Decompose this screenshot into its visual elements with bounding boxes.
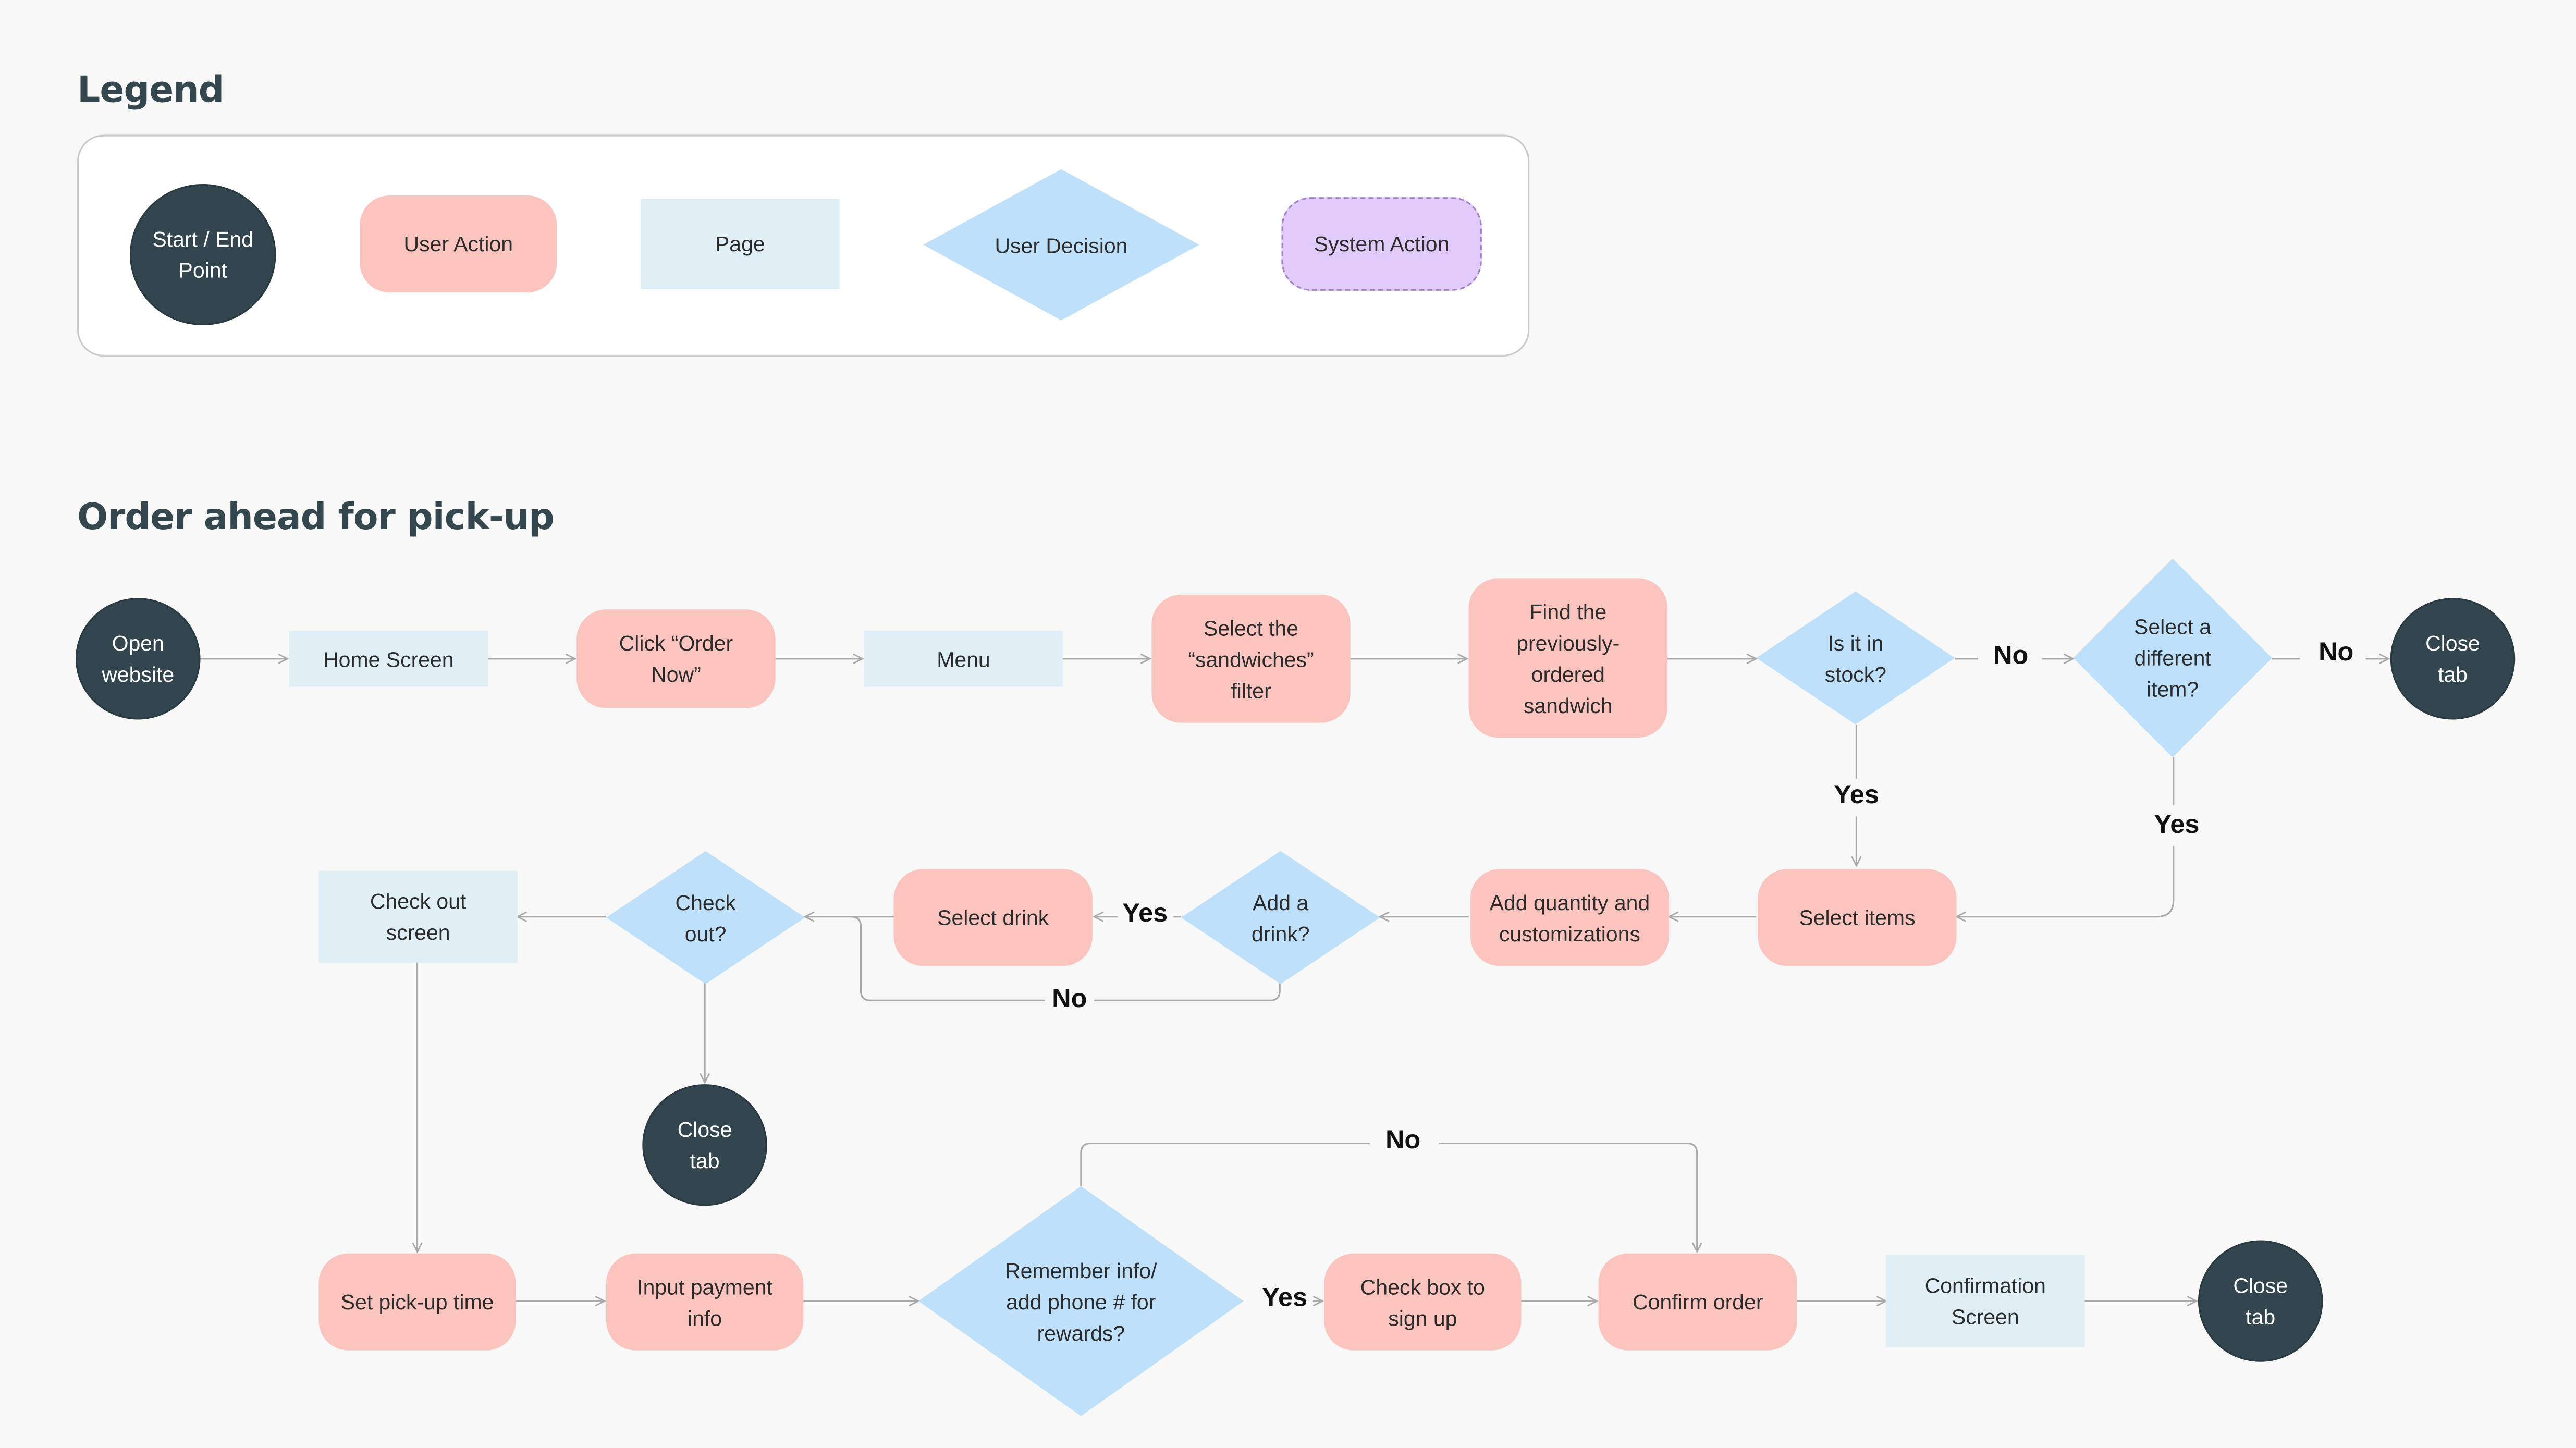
label-different-no: No [2313,637,2359,670]
node-confirmation-screen-label: Confirmation Screen [1924,1273,2046,1329]
node-select-drink-label: Select drink [937,905,1049,930]
legend-system-action: System Action [1281,197,1482,291]
node-set-pickup-time: Set pick-up time [318,1253,516,1351]
edge-remember-no-b [1439,1143,1697,1252]
legend-user-action: User Action [360,195,557,293]
node-check-box-signup: Check box to sign up [1324,1253,1522,1351]
node-close-tab-3-label: Close tab [2233,1273,2288,1329]
node-confirm-order-label: Confirm order [1633,1290,1763,1315]
node-check-box-signup-label: Check box to sign up [1360,1274,1485,1330]
label-drink-yes: Yes [1117,898,1173,932]
node-select-different-label: Select a different item? [2134,614,2212,702]
node-in-stock-label: Is it in stock? [1824,630,1887,686]
label-stock-no: No [1988,641,2033,674]
node-menu: Menu [864,631,1063,687]
legend-title: Legend [77,70,224,112]
node-open-website-label: Open website [102,631,175,687]
node-check-out-screen-label: Check out screen [370,889,467,945]
node-confirmation-screen: Confirmation Screen [1886,1255,2085,1347]
node-input-payment-label: Input payment info [637,1274,772,1330]
node-select-items-label: Select items [1799,905,1916,930]
node-select-different-decision: Select a different item? [2073,558,2272,757]
label-stock-yes: Yes [1829,780,1884,814]
node-close-tab-2: Close tab [642,1084,767,1206]
legend-user-decision-label: User Decision [995,232,1128,257]
node-select-sandwiches-filter-label: Select the “sandwiches” filter [1188,615,1314,703]
node-add-drink-shape [1181,851,1380,984]
legend-system-action-label: System Action [1314,231,1450,256]
node-select-drink: Select drink [893,869,1093,966]
node-home-screen-label: Home Screen [323,646,454,671]
legend-decision-shape [923,169,1199,321]
node-click-order-now-label: Click “Order Now” [619,631,733,687]
node-add-quantity: Add quantity and customizations [1470,869,1670,966]
node-select-sandwiches-filter: Select the “sandwiches” filter [1151,594,1351,723]
legend-start-end: Start / End Point [129,183,276,326]
legend-start-end-label: Start / End Point [152,226,254,283]
node-check-out-label: Check out? [675,889,736,946]
node-remember-info-label: Remember info/ add phone # for rewards? [1005,1257,1157,1345]
node-close-tab-1-label: Close tab [2425,631,2480,687]
node-remember-info-decision: Remember info/ add phone # for rewards? [918,1186,1244,1416]
node-set-pickup-time-label: Set pick-up time [340,1290,494,1315]
node-input-payment: Input payment info [606,1253,804,1351]
edge-different-yes-b [1957,846,2175,917]
node-confirm-order: Confirm order [1598,1253,1797,1351]
legend-page-label: Page [715,231,765,256]
label-remember-no: No [1380,1125,1426,1158]
node-close-tab-1: Close tab [2390,598,2516,720]
edge-drink-no-b [851,916,1045,1001]
node-add-drink-decision: Add a drink? [1181,851,1380,984]
node-check-out-decision: Check out? [606,851,805,984]
node-close-tab-2-label: Close tab [677,1117,732,1173]
node-check-out-screen: Check out screen [318,870,518,963]
edge-remember-no-a [1080,1143,1370,1186]
legend-user-decision: User Decision [923,169,1199,321]
node-find-sandwich-label: Find the previously-ordered sandwich [1516,598,1620,717]
label-different-yes: Yes [2149,809,2204,843]
edge-drink-no-a [1094,982,1281,1001]
node-click-order-now: Click “Order Now” [576,609,776,708]
node-add-quantity-label: Add quantity and customizations [1489,889,1650,946]
node-remember-info-shape [918,1186,1244,1416]
node-check-out-shape [606,851,805,984]
node-home-screen: Home Screen [289,631,488,687]
node-add-drink-label: Add a drink? [1251,889,1310,946]
node-in-stock-decision: Is it in stock? [1756,591,1955,725]
node-in-stock-shape [1756,591,1955,725]
flow-title: Order ahead for pick-up [77,497,555,539]
label-remember-yes: Yes [1257,1283,1312,1316]
node-open-website: Open website [75,598,201,720]
legend-user-action-label: User Action [403,231,513,256]
node-select-different-shape [2073,558,2272,757]
node-menu-label: Menu [937,646,990,671]
node-select-items: Select items [1758,869,1957,966]
node-close-tab-3: Close tab [2198,1240,2323,1362]
node-find-sandwich: Find the previously-ordered sandwich [1468,578,1667,738]
label-drink-no: No [1047,984,1092,1017]
legend-page: Page [641,199,840,289]
